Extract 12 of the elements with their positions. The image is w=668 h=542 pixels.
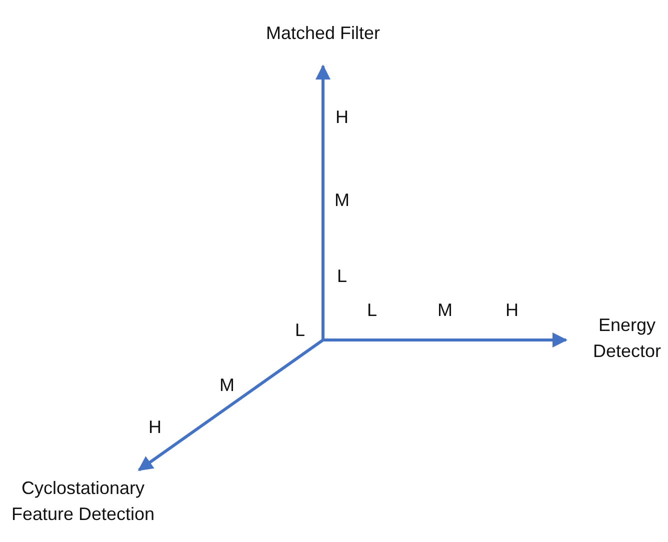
- level-label: L: [337, 265, 347, 288]
- level-label: H: [506, 299, 518, 322]
- axis-label: Cyclostationary Feature Detection: [10, 477, 156, 526]
- level-label: M: [334, 189, 350, 212]
- level-label: L: [367, 299, 377, 322]
- level-label: M: [438, 299, 452, 322]
- level-label: H: [148, 416, 162, 439]
- level-label: H: [336, 106, 348, 129]
- level-label: L: [295, 319, 305, 342]
- axis-label: Matched Filter: [264, 22, 382, 45]
- axis-label: Energy Detector: [592, 314, 662, 363]
- level-label: M: [220, 374, 234, 397]
